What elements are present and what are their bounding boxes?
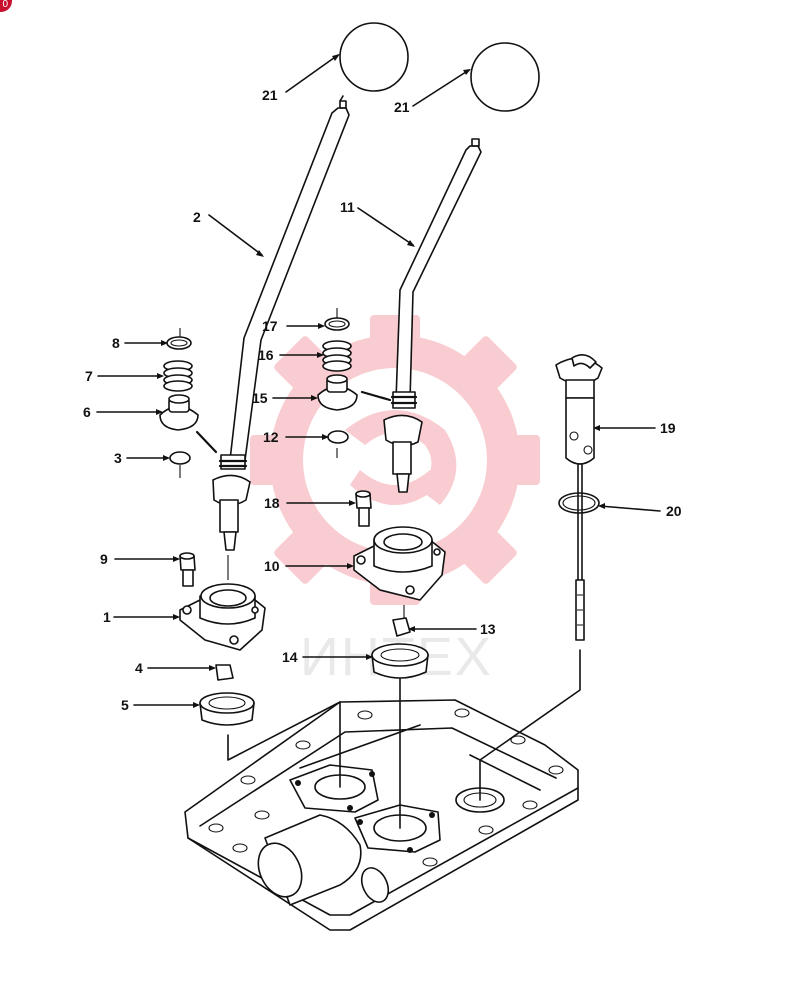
callout-2: 2 — [193, 209, 201, 225]
shift-lever-right — [383, 138, 482, 493]
callout-7: 7 — [85, 368, 93, 384]
assembly-guide-lines — [179, 308, 581, 829]
callout-leaders — [96, 54, 661, 708]
callout-19: 19 — [660, 420, 676, 436]
callout-9: 9 — [100, 551, 108, 567]
shift-knob-right — [470, 42, 540, 112]
callout-15: 15 — [252, 390, 268, 406]
callout-6: 6 — [83, 404, 91, 420]
callout-17: 17 — [262, 318, 278, 334]
callout-labels: 21 21 2 11 8 7 6 3 9 1 4 5 17 16 15 12 1… — [83, 87, 682, 713]
callout-13: 13 — [480, 621, 496, 637]
callout-18: 18 — [264, 495, 280, 511]
housing-cover — [184, 699, 579, 931]
shift-knob-left — [339, 22, 409, 92]
shift-lever-left — [212, 95, 350, 551]
callout-10: 10 — [264, 558, 280, 574]
right-small-parts — [317, 317, 446, 679]
callout-21-left: 21 — [262, 87, 278, 103]
callout-14: 14 — [282, 649, 298, 665]
callout-12: 12 — [263, 429, 279, 445]
callout-20: 20 — [666, 503, 682, 519]
callout-3: 3 — [114, 450, 122, 466]
callout-16: 16 — [258, 347, 274, 363]
callout-5: 5 — [121, 697, 129, 713]
callout-4: 4 — [135, 660, 143, 676]
dipstick-assembly — [555, 354, 603, 641]
left-small-parts — [159, 336, 266, 726]
callout-21-right: 21 — [394, 99, 410, 115]
callout-1: 1 — [103, 609, 111, 625]
callout-11: 11 — [340, 199, 355, 215]
callout-8: 8 — [112, 335, 120, 351]
